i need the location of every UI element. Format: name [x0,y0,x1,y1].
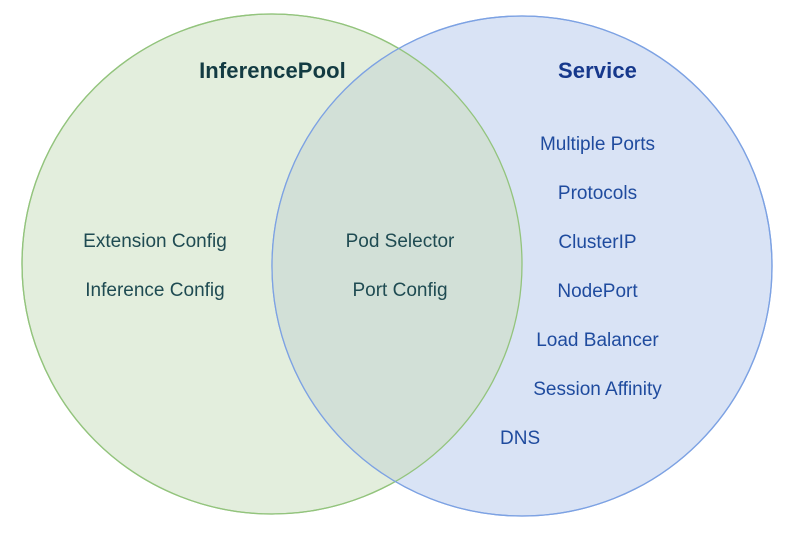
list-item: DNS [500,428,541,449]
list-item: ClusterIP [558,232,637,253]
list-item: Protocols [557,183,638,204]
left-only-item-list: Extension Config Inference Config [30,217,280,315]
shared-item-list: Pod Selector Port Config [315,217,485,315]
list-item: Multiple Ports [539,134,656,155]
list-item: Load Balancer [536,330,659,351]
list-item: Session Affinity [533,379,662,400]
list-item: Inference Config [85,280,225,301]
overlap-region [272,16,522,514]
list-item: NodePort [557,281,638,302]
right-circle-title: Service [558,58,637,83]
left-circle-outline [21,13,523,515]
right-only-item-list: Multiple Ports Protocols ClusterIP NodeP… [500,120,695,463]
left-circle-title: InferencePool [199,58,346,83]
list-item: Pod Selector [345,231,455,252]
right-circle-outline [271,15,773,517]
list-item: Extension Config [83,231,227,252]
list-item: Port Config [352,280,448,301]
